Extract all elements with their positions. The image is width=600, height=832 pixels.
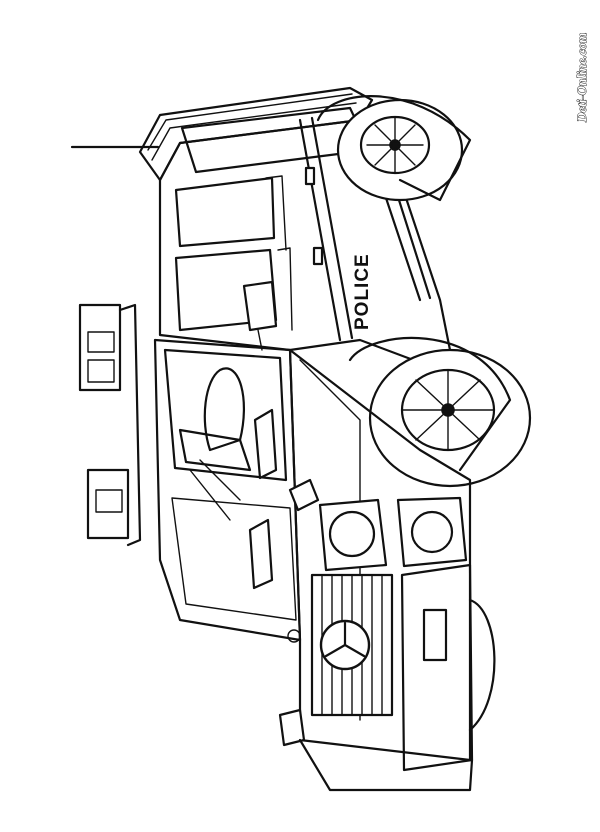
roof-rack [147, 93, 357, 161]
watermark-text: Deti-Online.com [574, 33, 589, 123]
headlight-lower [396, 496, 468, 568]
rear-light-upper-lens [87, 331, 115, 353]
rear-fender [316, 95, 472, 202]
door-frame-inner [171, 497, 297, 621]
hood-ornament [287, 629, 301, 643]
front-bumper [400, 563, 474, 772]
side-mirror [242, 280, 278, 332]
bottom-wheel [468, 598, 496, 732]
steering-column [189, 459, 241, 521]
rear-bumper [118, 303, 142, 547]
body-stripe [298, 116, 354, 342]
open-door [153, 338, 302, 642]
fog-light [422, 608, 448, 662]
mirror-arm [257, 329, 263, 351]
front-wheel [368, 348, 532, 488]
open-door-window [163, 348, 288, 482]
brand-logo [319, 619, 371, 671]
rear-light-lower [86, 468, 130, 540]
bumper-base [298, 738, 474, 792]
headlight-upper [318, 498, 388, 572]
window-pillar-lines [265, 175, 293, 331]
rear-wheel [336, 98, 464, 202]
door-handle-1 [304, 166, 316, 186]
police-lettering: POLICE [352, 253, 373, 330]
side-window-1 [174, 176, 276, 248]
rear-light-upper-lens-2 [87, 359, 115, 383]
rear-light-lower-lens [95, 489, 123, 513]
seat-cushion [178, 428, 252, 472]
door-hinge-lower [248, 518, 274, 590]
door-handle-2 [312, 246, 324, 266]
door-hinge-upper [253, 408, 278, 480]
turn-signal [288, 478, 320, 512]
front-fender [348, 336, 512, 472]
tow-hook [278, 708, 306, 747]
